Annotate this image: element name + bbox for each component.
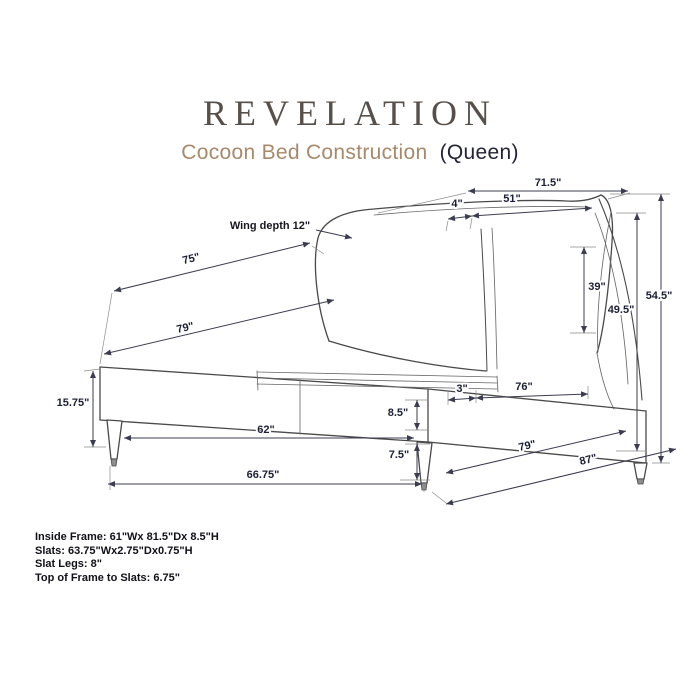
dim-line-overall-depth — [445, 447, 677, 506]
wing-depth-leader — [315, 229, 353, 240]
specs-block: Inside Frame: 61"Wx 81.5"Dx 8.5"H Slats:… — [35, 531, 219, 585]
dim-line-side-upper — [113, 241, 311, 293]
dim-label-overall-depth: 87" — [578, 452, 598, 468]
spec-slats: Slats: 63.75"Wx2.75"Dx0.75"H — [35, 544, 193, 557]
dim-label-leg-height: 7.5" — [389, 449, 410, 461]
lattice-sweep-1 — [598, 198, 643, 401]
headboard-top-edge — [317, 194, 602, 239]
dim-label-rail-length: 79" — [517, 438, 537, 454]
page-subtitle: Cocoon Bed Construction (Queen) — [0, 141, 700, 165]
dim-label-overall-height: 54.5" — [646, 290, 673, 302]
dim-line-inside-depth — [475, 391, 589, 401]
headboard-wing-front-edge — [314, 237, 330, 342]
dim-label-between-legs: 62" — [257, 424, 274, 436]
dim-line-slat-gap — [447, 395, 477, 403]
spec-frame-to-slats: Top of Frame to Slats: 6.75" — [35, 571, 180, 584]
frame-side-bottom — [427, 441, 647, 464]
subtitle-main: Cocoon Bed Construction — [181, 141, 428, 164]
foot-front-left — [110, 458, 118, 467]
lattice-sweep-2 — [594, 212, 629, 385]
headboard-bottom-edge — [328, 340, 487, 372]
slats — [256, 370, 499, 393]
lattice-sweep-3 — [597, 211, 612, 353]
dim-line-frame-depth-upper — [103, 298, 335, 356]
dimension-lines — [90, 188, 677, 506]
dim-label-side-upper: 75" — [181, 251, 201, 267]
foot-rear-right — [636, 478, 645, 485]
wing-depth-annotation: Wing depth 12" — [230, 220, 310, 232]
dim-line-rail-length — [445, 429, 627, 475]
dim-label-top-width: 71.5" — [535, 177, 562, 189]
dim-label-post-height: 39" — [588, 281, 605, 293]
header: REVELATION Cocoon Bed Construction (Quee… — [0, 0, 700, 165]
page-title: REVELATION — [203, 93, 497, 133]
leg-front-left — [106, 419, 123, 460]
dim-label-front-width: 66.75" — [247, 469, 280, 481]
subtitle-size: (Queen) — [439, 141, 519, 164]
dim-label-height-to-wing: 49.5" — [608, 304, 635, 316]
dim-label-slat-gap: 3" — [456, 383, 467, 395]
dim-line-panel-width — [471, 205, 593, 219]
dim-label-frame-side-height: 15.75" — [57, 397, 90, 409]
spec-slat-legs: Slat Legs: 8" — [35, 558, 102, 571]
leg-rear-right — [633, 462, 648, 480]
dim-label-rail-height: 8.5" — [388, 407, 409, 419]
dimension-labels: 71.5" 4" 51" Wing depth 12" 75" 39" 49.5… — [55, 175, 675, 483]
leg-front-right — [416, 441, 433, 484]
headboard-crease — [480, 228, 488, 372]
headboard-crease-2 — [491, 227, 498, 370]
dim-label-inside-depth: 76" — [515, 381, 532, 393]
spec-inside-frame: Inside Frame: 61"Wx 81.5"Dx 8.5"H — [35, 531, 219, 543]
headboard-post-outer-edge — [596, 194, 614, 354]
dim-label-post-offset: 4" — [451, 198, 462, 210]
dim-label-panel-width: 51" — [503, 193, 520, 205]
post-to-frame — [596, 352, 615, 410]
dim-line-post-offset — [447, 213, 473, 222]
